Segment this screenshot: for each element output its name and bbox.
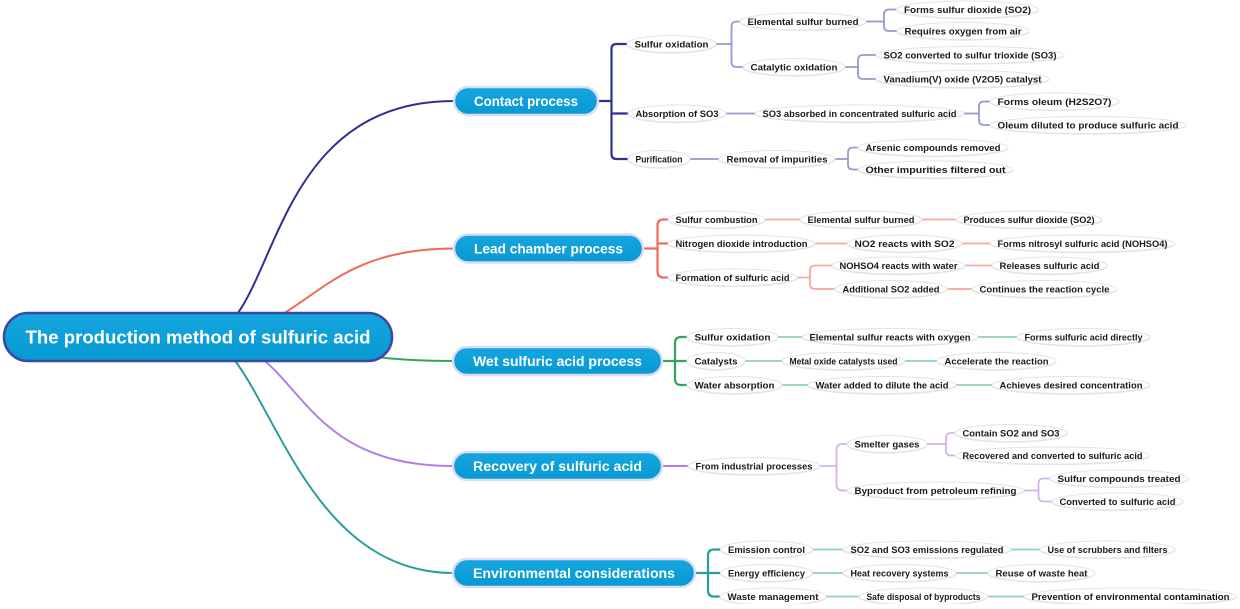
svg-text:Safe disposal of byproducts: Safe disposal of byproducts (867, 592, 981, 603)
svg-text:Elemental sulfur burned: Elemental sulfur burned (748, 17, 859, 28)
svg-text:SO2 and SO3 emissions regulate: SO2 and SO3 emissions regulated (851, 545, 1004, 556)
svg-text:Elemental sulfur reacts with o: Elemental sulfur reacts with oxygen (810, 332, 971, 343)
svg-text:Oleum diluted to produce sulfu: Oleum diluted to produce sulfuric acid (998, 120, 1179, 131)
svg-text:Catalytic oxidation: Catalytic oxidation (751, 62, 838, 73)
svg-text:Contain SO2 and SO3: Contain SO2 and SO3 (963, 428, 1060, 439)
svg-text:Elemental sulfur burned: Elemental sulfur burned (808, 215, 915, 226)
svg-text:Removal of impurities: Removal of impurities (727, 154, 828, 165)
svg-text:Contact process: Contact process (474, 94, 578, 109)
svg-text:Use of scrubbers and filters: Use of scrubbers and filters (1048, 545, 1168, 556)
svg-text:Prevention of environmental co: Prevention of environmental contaminatio… (1032, 592, 1230, 603)
svg-text:Releases sulfuric acid: Releases sulfuric acid (1000, 261, 1100, 272)
svg-text:SO3 absorbed in concentrated s: SO3 absorbed in concentrated sulfuric ac… (763, 109, 957, 120)
svg-text:Metal oxide catalysts used: Metal oxide catalysts used (790, 356, 898, 367)
svg-text:NOHSO4 reacts with water: NOHSO4 reacts with water (840, 261, 958, 272)
svg-text:Recovered and converted to sul: Recovered and converted to sulfuric acid (963, 451, 1143, 462)
svg-text:Purification: Purification (636, 154, 683, 165)
svg-text:The production method of sulfu: The production method of sulfuric acid (26, 327, 371, 348)
svg-text:Vanadium(V) oxide (V2O5) catal: Vanadium(V) oxide (V2O5) catalyst (884, 74, 1043, 85)
svg-text:Sulfur oxidation: Sulfur oxidation (635, 39, 709, 50)
svg-text:Absorption of SO3: Absorption of SO3 (636, 109, 719, 120)
svg-text:Water added to dilute the acid: Water added to dilute the acid (816, 380, 949, 391)
svg-text:Wet sulfuric acid process: Wet sulfuric acid process (473, 354, 642, 369)
svg-text:Smelter gases: Smelter gases (855, 439, 920, 450)
svg-text:Continues the reaction cycle: Continues the reaction cycle (980, 284, 1110, 295)
svg-text:Produces sulfur dioxide (SO2): Produces sulfur dioxide (SO2) (964, 215, 1095, 226)
svg-text:Water absorption: Water absorption (695, 380, 775, 391)
svg-text:Arsenic compounds removed: Arsenic compounds removed (866, 143, 1001, 154)
svg-text:NO2 reacts with SO2: NO2 reacts with SO2 (855, 239, 955, 250)
svg-text:Energy efficiency: Energy efficiency (728, 568, 806, 579)
svg-text:Forms nitrosyl sulfuric acid (: Forms nitrosyl sulfuric acid (NOHSO4) (998, 239, 1168, 250)
svg-text:Forms oleum (H2S2O7): Forms oleum (H2S2O7) (998, 97, 1112, 108)
svg-text:Catalysts: Catalysts (695, 356, 738, 367)
svg-text:Lead chamber process: Lead chamber process (474, 241, 623, 256)
svg-text:Requires oxygen from air: Requires oxygen from air (905, 26, 1022, 37)
svg-text:Reuse of waste heat: Reuse of waste heat (996, 568, 1089, 579)
svg-text:Waste management: Waste management (728, 592, 820, 603)
svg-text:Emission control: Emission control (728, 545, 805, 556)
svg-text:Byproduct from petroleum refin: Byproduct from petroleum refining (855, 486, 1017, 497)
svg-text:Heat recovery systems: Heat recovery systems (851, 568, 949, 579)
svg-text:Sulfur combustion: Sulfur combustion (676, 215, 758, 226)
svg-text:Accelerate the reaction: Accelerate the reaction (945, 356, 1049, 367)
svg-text:Forms sulfuric acid directly: Forms sulfuric acid directly (1025, 332, 1144, 343)
svg-text:Additional SO2 added: Additional SO2 added (843, 284, 940, 295)
svg-text:Nitrogen dioxide introduction: Nitrogen dioxide introduction (676, 239, 808, 250)
svg-text:Recovery of sulfuric acid: Recovery of sulfuric acid (473, 459, 642, 474)
svg-text:Sulfur compounds treated: Sulfur compounds treated (1058, 474, 1181, 485)
svg-text:Sulfur oxidation: Sulfur oxidation (695, 332, 771, 343)
svg-text:Converted to sulfuric acid: Converted to sulfuric acid (1060, 497, 1176, 508)
svg-text:Environmental considerations: Environmental considerations (473, 566, 675, 581)
svg-text:Formation of sulfuric acid: Formation of sulfuric acid (676, 273, 790, 284)
svg-text:Achieves desired concentration: Achieves desired concentration (1000, 380, 1143, 391)
svg-text:SO2 converted to sulfur trioxi: SO2 converted to sulfur trioxide (SO3) (884, 50, 1057, 61)
svg-text:Other impurities filtered out: Other impurities filtered out (866, 165, 1007, 176)
svg-text:From industrial processes: From industrial processes (696, 461, 813, 472)
svg-text:Forms sulfur dioxide (SO2): Forms sulfur dioxide (SO2) (904, 5, 1031, 16)
